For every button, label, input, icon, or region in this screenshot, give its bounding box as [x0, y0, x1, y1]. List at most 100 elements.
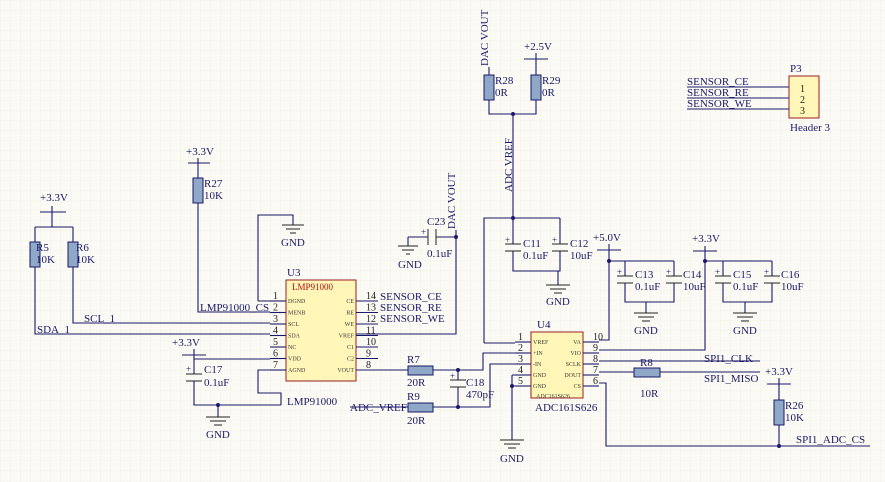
c14-value: 10uF [683, 281, 706, 293]
net-sensor-ce-u3: SENSOR_CE [380, 291, 442, 303]
spi-nets: SPI1_CLK R8 10R SPI1_MISO SPI1_ADC_CS +3… [599, 353, 870, 448]
gnd-label-u4: GND [500, 453, 524, 465]
rail-label-p50: +5.0V [593, 232, 621, 244]
c15-c16-block: +3.3V + + C15 0.1uF C16 10uF GND [599, 233, 804, 351]
net-sensor-we-p3: SENSOR_WE [687, 98, 752, 110]
u4-pin-name-gnd: GND [533, 384, 547, 390]
net-spi-clk: SPI1_CLK [704, 353, 753, 365]
r29-value: 0R [542, 87, 556, 99]
u4-pin-num-8: 8 [593, 354, 598, 365]
net-sensor-we-u3: SENSOR_WE [380, 313, 445, 325]
net-dac-vout-top: DAC VOUT [479, 9, 491, 66]
r8-value: 10R [640, 388, 659, 400]
u4-pin-num-4: 4 [518, 365, 523, 376]
u4-pin-name-gnd: GND [533, 373, 547, 379]
u3-pin-name-ce: CE [346, 299, 354, 305]
p3-header: P3 1 2 3 Header 3 SENSOR_CE SENSOR_RE SE… [687, 63, 831, 134]
svg-text:+: + [666, 267, 671, 277]
svg-text:+: + [552, 235, 557, 245]
rail-label-p25: +2.5V [524, 41, 552, 53]
c11-ref: C11 [523, 238, 541, 250]
p3-ref: P3 [790, 63, 802, 75]
u3-ref: U3 [287, 267, 301, 279]
u4-pin-num-2: 2 [518, 343, 523, 354]
u4-pin-name-dout: DOUT [564, 373, 581, 379]
u3-pin-name-scl: SCL [288, 322, 299, 328]
rail-label-p33-c17: +3.3V [172, 337, 200, 349]
net-scl: SCL_1 [84, 313, 115, 325]
u3-pin-name-we: WE [345, 322, 355, 328]
u3-name: LMP91000 [287, 396, 338, 408]
r7-ref: R7 [407, 354, 420, 366]
resistor-r9 [407, 402, 434, 413]
svg-text:+: + [505, 235, 510, 245]
c13-value: 0.1uF [635, 281, 660, 293]
gnd-label-u3: GND [281, 237, 305, 249]
u4-pin-num-9: 9 [593, 343, 598, 354]
u3-pin-name-c2: C2 [347, 357, 354, 363]
u3-pin-name-c1: C1 [347, 345, 354, 351]
u4-name: ADC161S626 [535, 402, 598, 414]
pullup-block: +3.3V R5 10K R6 10K SDA_1 SCL_1 [29, 192, 270, 336]
c16-ref: C16 [781, 269, 800, 281]
u4-pin-num-7: 7 [593, 365, 598, 376]
u3-pin-num-1: 1 [273, 291, 278, 302]
u3-pin-name-vref: VREF [339, 334, 355, 340]
u4-pin-name-vio: VIO [570, 351, 581, 357]
u3-dgnd-ground: GND [257, 214, 305, 302]
p3-pin-1: 1 [800, 84, 805, 95]
r5-value: 10K [36, 254, 55, 266]
c17-value: 0.1uF [204, 377, 229, 389]
u4-pin-num-10: 10 [593, 332, 603, 343]
r28-ref: R28 [495, 75, 514, 87]
u3-pin-num-4: 4 [273, 326, 278, 337]
u3-pin-num-7: 7 [273, 360, 278, 371]
u3-part-label: LMP91000 [292, 282, 334, 292]
p3-name: Header 3 [790, 122, 831, 134]
c23-ref: C23 [427, 216, 446, 228]
rail-label-p33-r27: +3.3V [186, 146, 214, 158]
u4-pin-num-6: 6 [593, 376, 598, 387]
u3-pin-name-dgnd: DGND [288, 299, 306, 305]
u3-pin-name-re: RE [346, 311, 354, 317]
u3-pin-num-10: 10 [366, 337, 376, 348]
r6-ref: R6 [76, 242, 89, 254]
r27-value: 10K [204, 190, 223, 202]
u3-pin-num-11: 11 [366, 326, 376, 337]
resistor-r27 [192, 177, 204, 204]
net-spi-miso: SPI1_MISO [704, 373, 758, 385]
net-spi-adc-cs: SPI1_ADC_CS [796, 434, 865, 446]
u3-pin-num-12: 12 [366, 314, 376, 325]
r28-r29-block: DAC VOUT +2.5V R28 0R R29 0R ADC VREF [479, 9, 561, 218]
p3-pin-3: 3 [800, 106, 805, 117]
svg-text:+: + [715, 267, 720, 277]
u3-pin-name-sda: SDA [288, 334, 301, 340]
rail-label-p33-r26: +3.3V [765, 366, 793, 378]
resistor-r29 [530, 74, 542, 101]
r27-ref: R27 [204, 178, 223, 190]
r9-ref: R9 [407, 391, 420, 403]
c11-value: 0.1uF [523, 250, 548, 262]
net-sensor-re-u3: SENSOR_RE [380, 302, 442, 314]
gnd-label-c11: GND [546, 296, 570, 308]
net-adc-vref-flag: ADC_VREF [350, 402, 407, 414]
u4-pin-name-sclk: SCLK [566, 362, 582, 368]
u4-ref: U4 [537, 319, 551, 331]
r26-ref: R26 [785, 400, 804, 412]
c11-c12-block: + + C11 0.1uF C12 10uF GND [483, 216, 593, 343]
u4-pin-name-cs: CS [574, 384, 581, 390]
u4-pin-num-1: 1 [518, 332, 523, 343]
c13-c14-block: +5.0V + + C13 0.1uF C14 10uF GND [593, 232, 706, 341]
gnd-label-c23: GND [398, 259, 422, 271]
u3-pin-num-8: 8 [366, 360, 371, 371]
r7-value: 20R [407, 377, 426, 389]
r6-value: 10K [76, 254, 95, 266]
c16-value: 10uF [781, 281, 804, 293]
gnd-label-c15: GND [733, 325, 757, 337]
rail-label-p33-r5: +3.3V [40, 192, 68, 204]
c14-ref: C14 [683, 269, 702, 281]
resistor-r26 [773, 399, 785, 426]
svg-text:+: + [421, 227, 426, 237]
u3-pin-num-9: 9 [366, 349, 371, 360]
